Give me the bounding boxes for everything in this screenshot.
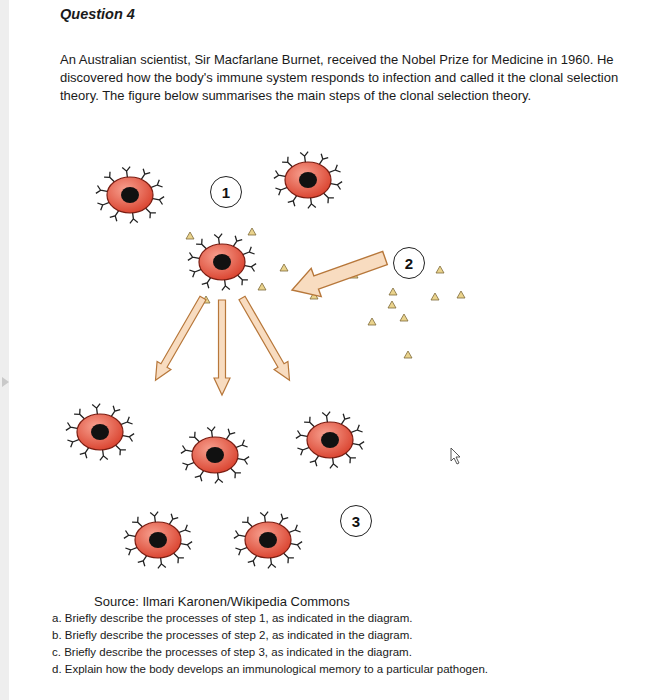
question-part: c. Briefly describe the processes of ste… <box>52 645 652 660</box>
proliferation-arrow <box>235 294 296 384</box>
selection-arrow <box>292 251 387 296</box>
selected-lymphocyte <box>188 234 256 291</box>
clone-cell <box>124 512 192 569</box>
margin-band <box>0 0 9 700</box>
callout-number: 2 <box>393 247 425 279</box>
clone-cell <box>66 404 134 461</box>
question-part: a. Briefly describe the processes of ste… <box>52 611 652 626</box>
bound-antigen <box>258 283 266 290</box>
intro-paragraph: An Australian scientist, Sir Macfarlane … <box>60 51 650 105</box>
bound-antigen <box>248 228 256 235</box>
callout-text: 3 <box>352 514 360 529</box>
callout-number: 3 <box>340 505 372 537</box>
clone-cell <box>181 427 249 484</box>
margin-icon <box>2 377 9 387</box>
callout-text: 1 <box>222 185 230 200</box>
clone-cell <box>234 512 302 569</box>
question-part: d. Explain how the body develops an immu… <box>52 662 652 677</box>
callout-text: 2 <box>405 256 413 271</box>
lymphocyte <box>274 152 342 209</box>
proliferation-arrow <box>149 294 210 384</box>
proliferation-arrow <box>214 300 230 395</box>
mouse-pointer <box>451 448 460 464</box>
callout-number: 1 <box>210 176 242 208</box>
lymphocyte <box>96 167 164 224</box>
source-credit: Source: Ilmari Karonen/Wikipedia Commons <box>94 594 454 610</box>
question-part: b. Briefly describe the processes of ste… <box>52 628 652 643</box>
clone-cell <box>296 412 364 469</box>
bound-antigen <box>186 232 194 239</box>
question-heading: Question 4 <box>60 6 135 22</box>
